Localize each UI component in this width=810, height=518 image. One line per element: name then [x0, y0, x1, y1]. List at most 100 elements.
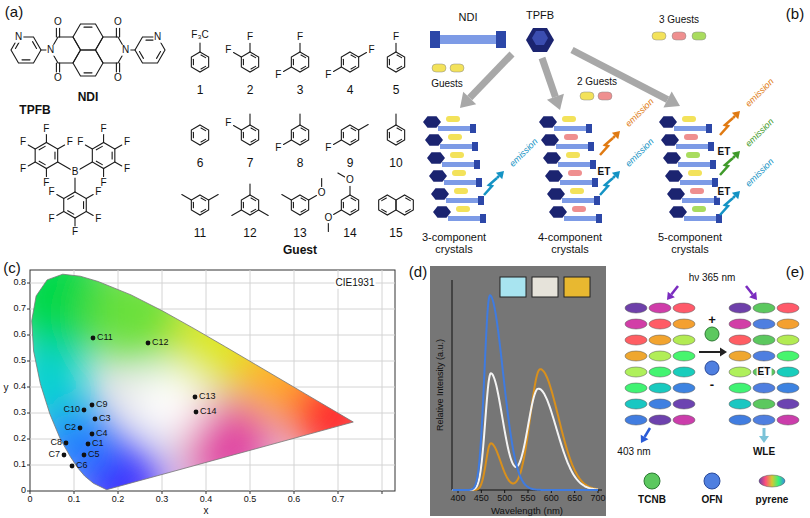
pyrene-cocrystal-scheme — [673, 303, 695, 313]
molecule-drawing — [249, 43, 250, 52]
crystal-scheme — [432, 64, 446, 72]
compound-number: 7 — [247, 157, 254, 170]
axis-tick: 0.1 — [13, 460, 26, 469]
energy-transfer-label: ET — [717, 147, 732, 158]
molecule-drawing — [83, 202, 84, 209]
molecule-drawing — [86, 195, 93, 199]
molecule-drawing — [249, 184, 250, 195]
atom-label: F — [94, 186, 102, 197]
crystal-scheme — [588, 142, 594, 151]
molecule-drawing — [379, 195, 396, 215]
crystal-scheme — [572, 206, 586, 212]
molecule-drawing — [241, 195, 258, 215]
pyrene-cocrystal-scheme — [625, 319, 647, 329]
emission-spectra — [430, 266, 606, 516]
molecule-drawing — [193, 132, 194, 137]
pyrene-cocrystal-scheme — [673, 319, 695, 329]
crystal-scheme — [586, 124, 592, 133]
emission-label: emission — [744, 117, 776, 149]
pyrene-cocrystal-scheme — [625, 367, 647, 377]
crystal-scheme — [430, 31, 440, 48]
cie-chart — [27, 309, 30, 310]
crystal-scheme — [600, 138, 613, 155]
energy-transfer-label: ET — [717, 187, 732, 198]
legend-item: TCNB — [638, 495, 666, 506]
crystal-scheme — [450, 64, 464, 72]
panel-label: (e) — [786, 264, 804, 280]
pyrene-cocrystal-scheme — [729, 383, 751, 393]
molecule-drawing — [201, 55, 206, 58]
crystal-label: 5-component crystals — [650, 232, 730, 255]
crystal-scheme — [710, 160, 716, 169]
crystal-scheme — [496, 31, 506, 48]
cie-chart — [289, 371, 379, 461]
atom-label: O — [113, 17, 123, 28]
molecule-drawing — [58, 145, 65, 149]
crystal-scheme — [568, 170, 582, 176]
molecule-drawing — [301, 55, 306, 58]
compound-number: 6 — [197, 157, 204, 170]
emission-label: 403 nm — [617, 447, 650, 458]
molecule-drawing — [251, 209, 256, 212]
emission-spectra — [452, 280, 453, 490]
crystal-scheme — [570, 188, 584, 194]
molecule-drawing — [293, 132, 294, 137]
cie-chart — [1, 239, 379, 518]
atom-label: O — [113, 73, 123, 84]
crystal-scheme — [652, 32, 666, 40]
pyrene-cocrystal-scheme — [729, 399, 751, 409]
crystal-scheme — [613, 136, 615, 138]
crystal-scheme — [688, 170, 702, 176]
molecule-drawing — [59, 63, 60, 72]
point-label: C9 — [96, 400, 108, 409]
molecule-drawing — [201, 66, 206, 69]
component-label: TPFB — [526, 10, 554, 22]
atom-label: F — [94, 213, 102, 224]
molecule-drawing — [328, 224, 329, 232]
axis-tick: 0.3 — [13, 408, 26, 417]
crystal-scheme — [612, 171, 620, 179]
cie-chart — [74, 491, 75, 494]
crystal-scheme — [478, 196, 484, 205]
pyrene-cocrystal-scheme — [649, 383, 671, 393]
pyrene-cocrystal-scheme — [673, 367, 695, 377]
crystal-scheme — [676, 144, 710, 149]
crystal-scheme — [562, 198, 596, 203]
molecule-drawing — [351, 198, 356, 201]
atom-label: N — [14, 32, 23, 43]
pyrene-cocrystal-scheme — [777, 367, 799, 377]
molecule-drawing — [389, 132, 390, 137]
compound-number: 2 — [247, 84, 254, 97]
crystal-scheme — [470, 124, 476, 133]
crystal-scheme — [472, 142, 478, 151]
compound-name: NDI — [78, 91, 99, 104]
crystal-scheme — [692, 32, 706, 40]
molecule-drawing — [249, 114, 250, 125]
cie-chart — [294, 270, 295, 491]
cie-chart — [338, 491, 339, 494]
pyrene-cocrystal-scheme — [673, 399, 695, 409]
emission-label: emission — [624, 137, 656, 169]
axis-tick: 0.1 — [68, 495, 81, 504]
pyrene-cocrystal-scheme — [753, 351, 775, 361]
emission-spectra — [481, 490, 482, 493]
pyrene-cocrystal-scheme — [673, 415, 695, 425]
axis-tick: 0 — [21, 486, 26, 495]
pyrene-cocrystal-scheme — [649, 367, 671, 377]
axis-title: y — [4, 383, 9, 394]
crystal-scheme — [714, 196, 720, 205]
cie-chart — [382, 491, 383, 494]
molecule-drawing — [284, 140, 292, 145]
legend-text: TCNB — [638, 494, 666, 505]
data-point — [193, 395, 198, 400]
molecule-drawing — [334, 140, 342, 145]
crystal-scheme — [594, 196, 600, 205]
cie-chart — [183, 399, 273, 489]
molecule-drawing — [397, 128, 402, 131]
atom-label: F — [392, 32, 400, 43]
axis-tick: 550 — [520, 494, 535, 503]
molecule-drawing — [191, 195, 208, 215]
emission-spectra — [452, 295, 598, 490]
molecule-drawing — [201, 139, 206, 142]
crystal-scheme — [460, 92, 476, 108]
